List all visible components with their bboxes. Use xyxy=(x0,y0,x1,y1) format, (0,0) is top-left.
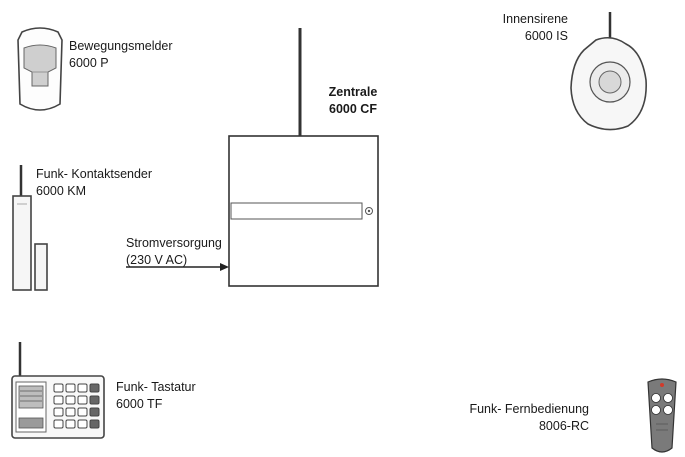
central-unit-model: 6000 CF xyxy=(329,102,377,116)
motion-detector-label: Bewegungsmelder 6000 P xyxy=(69,38,173,72)
remote-control-name: Funk- Fernbedienung xyxy=(469,402,589,416)
indoor-siren-illustration xyxy=(570,12,647,131)
contact-sender-illustration xyxy=(12,165,48,291)
keypad-illustration xyxy=(11,342,105,439)
indoor-siren-label: Innensirene 6000 IS xyxy=(480,11,568,45)
keypad-model: 6000 TF xyxy=(116,397,163,411)
power-supply-name: Stromversorgung xyxy=(126,236,222,250)
central-unit-label: Zentrale 6000 CF xyxy=(318,84,388,118)
central-unit-illustration xyxy=(228,28,379,287)
central-unit-name: Zentrale xyxy=(328,85,378,99)
contact-sender-label: Funk- Kontaktsender 6000 KM xyxy=(36,166,152,200)
power-supply-spec: (230 V AC) xyxy=(126,253,188,267)
motion-detector-illustration xyxy=(17,27,63,111)
keypad-label: Funk- Tastatur 6000 TF xyxy=(116,379,196,413)
power-supply-label: Stromversorgung (230 V AC) xyxy=(126,235,222,269)
indoor-siren-name: Innensirene xyxy=(502,12,568,26)
contact-sender-model: 6000 KM xyxy=(36,184,87,198)
remote-control-illustration xyxy=(647,378,677,453)
contact-sender-name: Funk- Kontaktsender xyxy=(36,167,153,181)
motion-detector-name: Bewegungsmelder xyxy=(69,39,173,53)
indoor-siren-model: 6000 IS xyxy=(524,29,568,43)
keypad-name: Funk- Tastatur xyxy=(116,380,196,394)
remote-control-model: 8006-RC xyxy=(538,419,589,433)
motion-detector-model: 6000 P xyxy=(69,56,109,70)
remote-control-label: Funk- Fernbedienung 8006-RC xyxy=(468,401,589,435)
power-supply-arrow xyxy=(126,263,229,271)
